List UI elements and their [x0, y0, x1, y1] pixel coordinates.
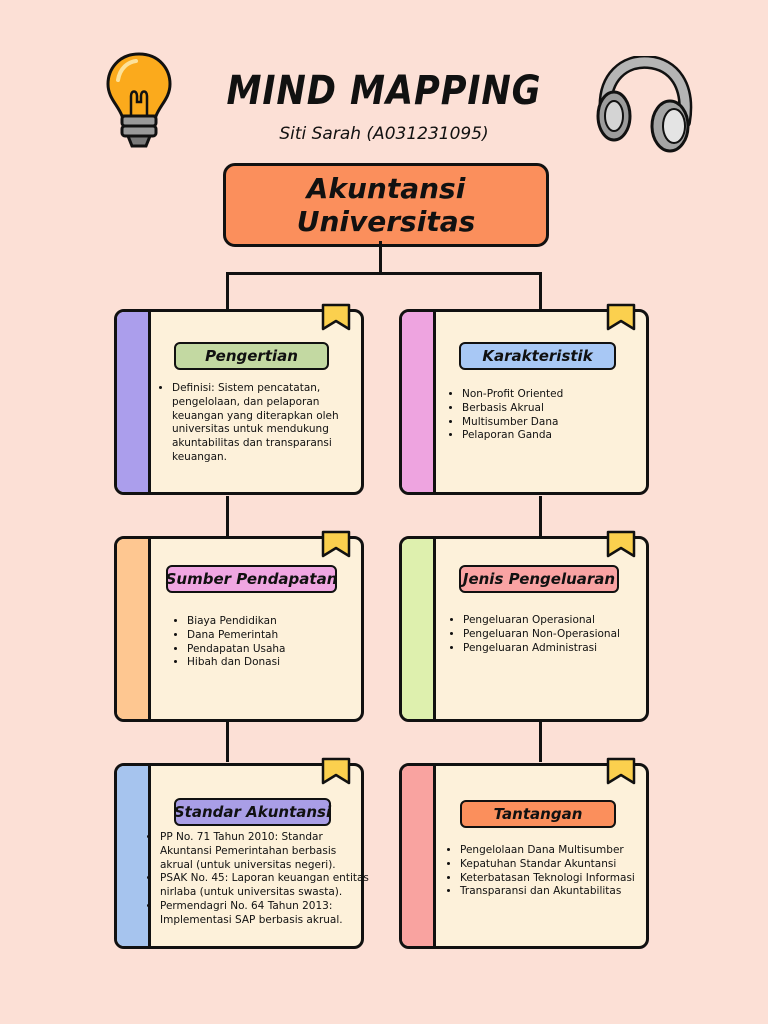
list-item: Keterbatasan Teknologi Informasi: [460, 872, 660, 886]
list-item: Non-Profit Oriented: [462, 388, 657, 402]
card-color-strip: [117, 312, 151, 492]
card-items-sumber-pendapatan: Biaya Pendidikan Dana Pemerintah Pendapa…: [173, 615, 367, 670]
list-item: Kepatuhan Standar Akuntansi: [460, 858, 660, 872]
list-item: Pendapatan Usaha: [187, 643, 367, 657]
card-items-jenis-pengeluaran: Pengeluaran Operasional Pengeluaran Non-…: [449, 614, 661, 655]
connector-line: [539, 272, 542, 310]
list-item: Berbasis Akrual: [462, 402, 657, 416]
card-color-strip: [117, 766, 151, 946]
connector-line: [539, 722, 542, 762]
list-item: Biaya Pendidikan: [187, 615, 367, 629]
list-item: PSAK No. 45: Laporan keuangan entitas ni…: [160, 872, 372, 900]
bookmark-icon: [321, 757, 351, 785]
list-item: Pelaporan Ganda: [462, 429, 657, 443]
card-items-karakteristik: Non-Profit Oriented Berbasis Akrual Mult…: [448, 388, 657, 443]
card-items-pengertian: Definisi: Sistem pencatatan, pengelolaan…: [158, 382, 362, 465]
card-color-strip: [402, 539, 436, 719]
card-items-tantangan: Pengelolaan Dana Multisumber Kepatuhan S…: [446, 844, 660, 899]
list-item: Definisi: Sistem pencatatan, pengelolaan…: [172, 382, 362, 465]
list-item: Dana Pemerintah: [187, 629, 367, 643]
bookmark-icon: [606, 303, 636, 331]
bookmark-icon: [321, 303, 351, 331]
card-standar-akuntansi: [114, 763, 364, 949]
card-title-karakteristik: Karakteristik: [459, 342, 616, 370]
card-title-jenis-pengeluaran: Jenis Pengeluaran: [459, 565, 619, 593]
card-title-sumber-pendapatan: Sumber Pendapatan: [166, 565, 337, 593]
connector-line: [226, 272, 229, 310]
lightbulb-icon: [106, 52, 172, 148]
card-tantangan: [399, 763, 649, 949]
author-subtitle: Siti Sarah (A031231095): [279, 124, 489, 144]
list-item: Pengeluaran Non-Operasional: [463, 628, 661, 642]
list-item: Multisumber Dana: [462, 416, 657, 430]
bookmark-icon: [606, 530, 636, 558]
bookmark-icon: [321, 530, 351, 558]
card-color-strip: [402, 766, 436, 946]
connector-line: [379, 241, 382, 274]
card-pengertian: [114, 309, 364, 495]
root-node: Akuntansi Universitas: [223, 163, 549, 247]
bookmark-icon: [606, 757, 636, 785]
list-item: Pengeluaran Administrasi: [463, 642, 661, 656]
connector-line: [226, 272, 542, 275]
card-color-strip: [402, 312, 436, 492]
connector-line: [226, 722, 229, 762]
connector-line: [539, 496, 542, 536]
connector-line: [226, 496, 229, 536]
card-title-pengertian: Pengertian: [174, 342, 329, 370]
card-title-standar-akuntansi: Standar Akuntansi: [174, 798, 331, 826]
card-karakteristik: [399, 309, 649, 495]
headphones-icon: [596, 56, 693, 153]
list-item: Hibah dan Donasi: [187, 656, 367, 670]
card-title-tantangan: Tantangan: [460, 800, 616, 828]
list-item: Permendagri No. 64 Tahun 2013: Implement…: [160, 900, 372, 928]
list-item: Transparansi dan Akuntabilitas: [460, 885, 660, 899]
page-title: MIND MAPPING: [226, 68, 542, 114]
card-color-strip: [117, 539, 151, 719]
card-items-standar-akuntansi: PP No. 71 Tahun 2010: Standar Akuntansi …: [146, 831, 372, 928]
list-item: Pengelolaan Dana Multisumber: [460, 844, 660, 858]
list-item: PP No. 71 Tahun 2010: Standar Akuntansi …: [160, 831, 372, 872]
list-item: Pengeluaran Operasional: [463, 614, 661, 628]
